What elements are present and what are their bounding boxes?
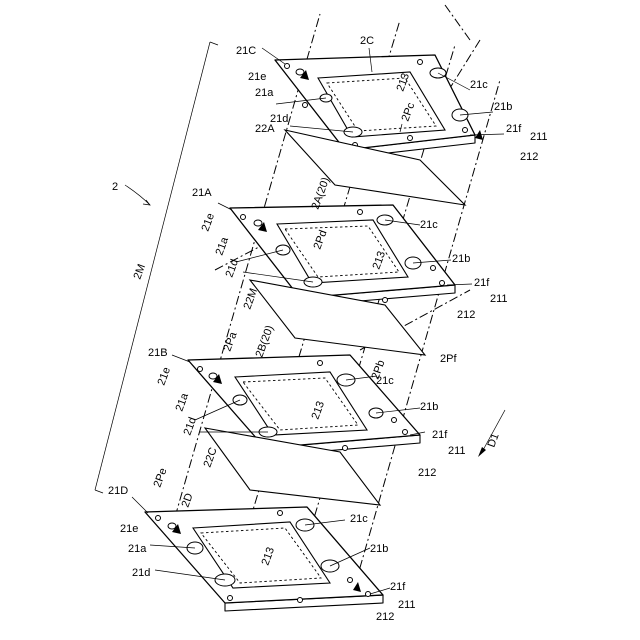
label-21d: 21d: [182, 416, 200, 437]
label-path: 2Pe: [152, 467, 170, 490]
label-21b: 21b: [452, 253, 470, 265]
label-21c: 21c: [470, 79, 488, 91]
label-21a: 21a: [214, 235, 232, 257]
label-21a: 21a: [174, 391, 192, 413]
label-212: 212: [418, 467, 436, 479]
label-212: 212: [457, 309, 475, 321]
label-plate-id: 21B: [148, 347, 168, 359]
label-21b: 21b: [370, 543, 388, 555]
label-21e: 21e: [120, 523, 138, 535]
label-group: 2M: [132, 263, 149, 281]
label-21d: 21d: [224, 258, 242, 279]
hole-21e-icon: [209, 373, 217, 379]
label-211: 211: [490, 293, 508, 305]
label-plate-id: 21A: [192, 187, 212, 199]
label-sheet: 22C: [202, 446, 220, 469]
label-21e: 21e: [248, 71, 266, 83]
label-direction: D1: [486, 432, 502, 449]
label-211: 211: [398, 599, 416, 611]
group-bracket: [95, 42, 218, 493]
label-path-2pf: 2Pf: [440, 353, 457, 365]
label-212: 212: [376, 611, 394, 623]
label-port: 2B(20): [254, 324, 277, 359]
label-path-2pa: 2Pa: [222, 330, 240, 353]
label-21e: 21e: [156, 366, 174, 387]
label-211: 211: [530, 131, 548, 143]
hole-21e-icon: [296, 69, 304, 75]
label-21a: 21a: [128, 543, 147, 555]
label-21d: 21d: [132, 567, 150, 579]
label-sheet: 22A: [255, 123, 275, 135]
label-21b: 21b: [420, 401, 438, 413]
label-assembly: 2: [112, 181, 118, 193]
label-21f: 21f: [506, 123, 522, 135]
label-port: 2C: [360, 35, 374, 47]
label-sheet: 22M: [242, 287, 261, 311]
label-21c: 21c: [350, 513, 368, 525]
label-21f: 21f: [432, 429, 448, 441]
label-plate-id: 21C: [236, 45, 256, 57]
label-21c: 21c: [420, 219, 438, 231]
label-21f: 21f: [474, 277, 490, 289]
label-21e: 21e: [200, 212, 218, 233]
hole-21e-icon: [254, 220, 262, 226]
label-plate-id: 21D: [108, 485, 128, 497]
label-21a: 21a: [255, 87, 274, 99]
label-211: 211: [448, 445, 466, 457]
hole-21e-icon: [168, 523, 176, 529]
label-21b: 21b: [494, 101, 512, 113]
label-21f: 21f: [390, 581, 406, 593]
label-212: 212: [520, 151, 538, 163]
